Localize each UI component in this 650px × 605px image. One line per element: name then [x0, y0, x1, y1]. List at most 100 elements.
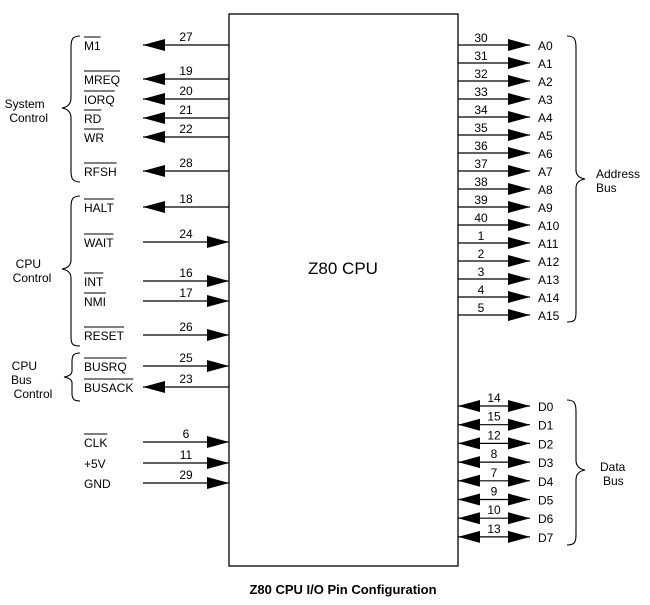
signal-label: HALT	[84, 201, 114, 215]
pin-number: 12	[487, 428, 501, 442]
signal-label: A14	[538, 291, 560, 305]
pin-number: 2	[478, 247, 485, 261]
signal-label: D2	[538, 437, 554, 451]
signal-label: A10	[538, 219, 560, 233]
signal-label: WR	[84, 131, 104, 145]
output-arrow	[508, 57, 530, 69]
pin-number: 13	[487, 522, 501, 536]
figure-caption: Z80 CPU I/O Pin Configuration	[249, 582, 436, 597]
system-control-label: System Control	[5, 97, 48, 125]
signal-label: D5	[538, 494, 554, 508]
pin-number: 18	[179, 192, 193, 206]
signal-label: BUSACK	[84, 381, 133, 395]
signal-label: BUSRQ	[84, 360, 127, 374]
output-arrow	[508, 183, 530, 195]
input-arrow	[458, 512, 480, 525]
signal-label: D3	[538, 456, 554, 470]
input-arrow	[458, 530, 480, 543]
pin-number: 10	[487, 503, 501, 517]
signal-label: MREQ	[84, 73, 120, 87]
pin-number: 11	[180, 448, 193, 462]
output-arrow	[508, 400, 530, 412]
signal-label: NMI	[84, 295, 106, 309]
pin-number: 1	[478, 229, 485, 243]
signal-label: M1	[84, 39, 101, 53]
input-arrow	[207, 477, 229, 489]
output-arrow	[508, 111, 530, 123]
left-pins: 27M119MREQ20IORQ21RD22WR28RFSH18HALT24WA…	[84, 30, 229, 491]
signal-label: RD	[84, 112, 102, 126]
address-pins: 30A031A132A233A334A435A536A637A738A839A9…	[458, 31, 560, 323]
pin-number: 5	[478, 301, 485, 315]
output-arrow	[508, 291, 530, 303]
input-arrow	[207, 275, 229, 287]
output-arrow	[143, 73, 165, 85]
pin-plus5v: 11+5V	[84, 448, 229, 471]
signal-label: RESET	[84, 329, 125, 343]
signal-label: A0	[538, 39, 553, 53]
input-arrow	[207, 236, 229, 248]
output-arrow	[143, 165, 165, 177]
pin-number: 37	[474, 157, 488, 171]
pin-number: 6	[183, 427, 190, 441]
pin-number: 29	[179, 468, 193, 482]
pin-number: 16	[179, 266, 193, 280]
signal-label: GND	[84, 477, 111, 491]
signal-label: A9	[538, 201, 553, 215]
data-bus-label: Data Bus	[600, 460, 629, 488]
pin-number: 34	[474, 103, 488, 117]
input-arrow	[458, 474, 480, 487]
pin-number: 30	[474, 31, 488, 45]
input-arrow	[458, 400, 480, 412]
output-arrow	[143, 93, 165, 105]
input-arrow	[207, 436, 229, 448]
input-arrow	[458, 437, 480, 450]
pin-number: 25	[179, 351, 193, 365]
pin-number: 28	[179, 156, 193, 170]
input-arrow	[207, 457, 229, 469]
output-arrow	[508, 493, 530, 506]
input-arrow	[458, 418, 480, 431]
system-control-brace	[61, 35, 81, 183]
output-arrow	[508, 255, 530, 267]
address-bus-label: Address Bus	[596, 167, 643, 195]
data-bus-brace	[566, 399, 586, 546]
output-arrow	[508, 474, 530, 487]
output-arrow	[508, 456, 530, 469]
pin-number: 3	[478, 265, 485, 279]
signal-label: D6	[538, 512, 554, 526]
signal-label: A8	[538, 183, 553, 197]
input-arrow	[207, 295, 229, 307]
output-arrow	[508, 147, 530, 159]
output-arrow	[508, 530, 530, 543]
pin-number: 32	[474, 67, 488, 81]
output-arrow	[508, 165, 530, 177]
pin-d3: 8D3	[458, 447, 554, 470]
output-arrow	[143, 201, 165, 213]
pin-number: 14	[487, 391, 501, 405]
address-bus-brace	[566, 35, 586, 323]
signal-label: A11	[538, 237, 559, 251]
